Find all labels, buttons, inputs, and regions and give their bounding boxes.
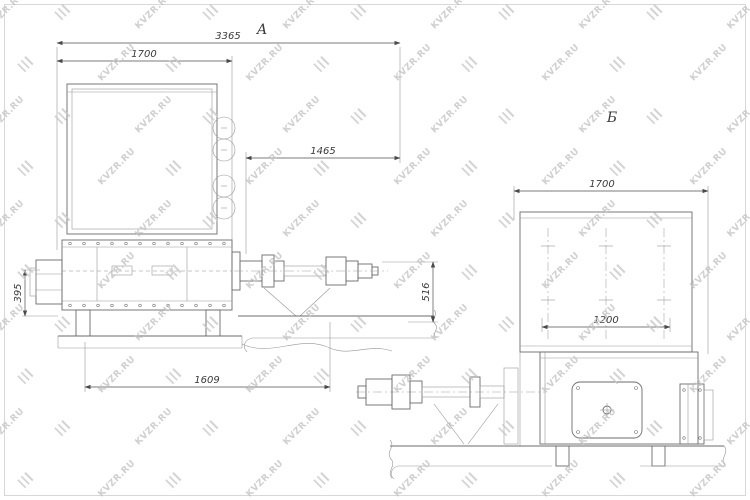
view-a-bolts: [68, 241, 226, 308]
view-a-rollers: [212, 116, 236, 220]
dim-b-panel-width: 1200: [541, 315, 671, 332]
dim-a-left-height-label: 395: [13, 283, 24, 302]
dim-b-top-width: 1700: [513, 179, 709, 354]
view-b-label: Б: [606, 110, 617, 126]
dim-a-total-width-label: 3365: [215, 31, 240, 42]
view-b-box: [519, 211, 693, 353]
view-a: А 3365 1700 1465: [13, 22, 438, 392]
view-a-body: [61, 239, 233, 311]
view-b: Б 1700: [356, 110, 727, 480]
dim-a-total-width: 3365: [56, 31, 401, 250]
dim-b-panel-width-label: 1200: [593, 315, 618, 326]
view-a-label: А: [256, 22, 268, 38]
dim-a-hopper-width: 1700: [56, 49, 233, 248]
dim-a-base-width-label: 1609: [194, 375, 219, 386]
dim-a-drive-height: 516: [382, 261, 438, 323]
view-a-drive: [231, 251, 437, 353]
view-a-left-bracket: [29, 259, 63, 305]
dim-a-base-width: 1609: [84, 322, 331, 392]
dim-a-drive-height-label: 516: [421, 282, 432, 301]
dim-b-top-width-label: 1700: [589, 179, 614, 190]
view-a-hopper: [66, 83, 218, 235]
sheet-frame: [4, 4, 746, 496]
view-b-body: [519, 351, 699, 446]
dim-a-drive-span: 1465: [245, 146, 401, 254]
view-b-motor: [356, 367, 545, 445]
dim-a-left-height: 395: [13, 269, 58, 317]
dim-a-drive-span-label: 1465: [310, 146, 335, 157]
dim-a-hopper-width-label: 1700: [131, 49, 156, 60]
view-b-base: [388, 439, 727, 480]
view-b-right-bracket: [679, 383, 714, 445]
